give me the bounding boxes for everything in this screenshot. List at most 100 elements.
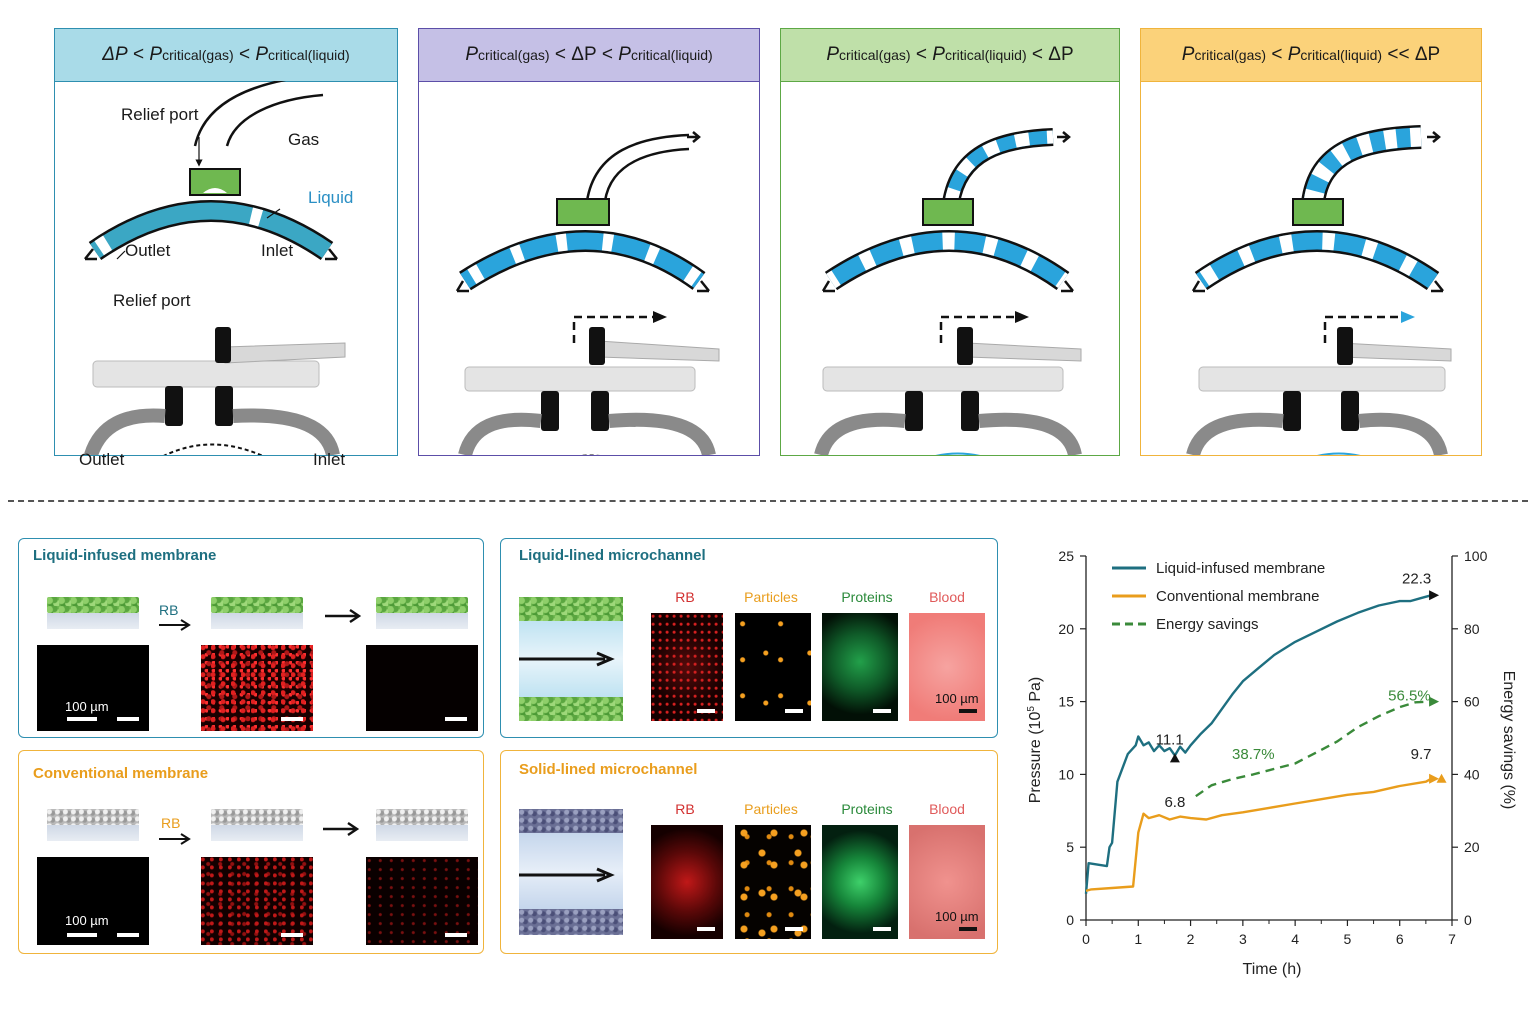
- scale-label: 100 µm: [65, 913, 109, 928]
- inlet-photo-label: Inlet: [313, 450, 346, 469]
- annotation-label: 22.3: [1402, 570, 1431, 587]
- y-right-tick-label: 40: [1464, 766, 1480, 782]
- micrograph: [651, 825, 723, 939]
- header-sub: critical(liquid): [268, 47, 350, 63]
- scale-bar: [697, 709, 715, 713]
- y-right-tick-label: 60: [1464, 694, 1480, 710]
- series-end-marker-1: [1429, 773, 1440, 784]
- x-tick-label: 1: [1134, 931, 1142, 947]
- col-particles: Particles: [744, 801, 798, 817]
- y-axis-left-label: Pressure (105 Pa): [1026, 677, 1044, 804]
- panel-4-diagram: [1186, 125, 1452, 455]
- channel-wall: [519, 809, 623, 833]
- membrane-icon: [211, 809, 303, 841]
- annotation-label: 6.8: [1164, 794, 1185, 811]
- micrograph: [735, 825, 811, 939]
- conventional-box: Conventional membrane RB 100 µm: [18, 750, 484, 954]
- header-sub: critical(gas): [1194, 47, 1267, 63]
- outlet-label: Outlet: [125, 241, 171, 260]
- panel-2-diagram: [455, 131, 720, 455]
- liquid-infused-title: Liquid-infused membrane: [33, 547, 217, 564]
- header-op: <: [915, 44, 927, 65]
- header-op: <: [601, 44, 614, 65]
- col-proteins: Proteins: [841, 801, 893, 817]
- header-term: ΔP: [102, 44, 128, 65]
- scale-bar: [445, 717, 467, 721]
- section-divider: [8, 500, 1528, 502]
- flow-arrow-icon: [519, 867, 615, 883]
- scale-bar: [959, 709, 977, 713]
- header-sub: critical(liquid): [1300, 47, 1383, 63]
- y-right-tick-label: 0: [1464, 912, 1472, 928]
- arrow-icon: [325, 609, 362, 623]
- scale-label: 100 µm: [935, 909, 979, 924]
- arrow-icon: [159, 619, 191, 631]
- gas-label: Gas: [288, 130, 320, 149]
- header-op: <<: [1387, 44, 1410, 65]
- channel-wall: [519, 909, 623, 935]
- y-left-tick-label: 10: [1058, 766, 1074, 782]
- micrograph: [37, 645, 149, 731]
- scale-bar: [281, 933, 303, 937]
- col-blood: Blood: [929, 801, 965, 817]
- micrograph: [366, 645, 478, 731]
- relief-port-photo-label: Relief port: [113, 291, 191, 310]
- annotation-label: 38.7%: [1232, 746, 1275, 763]
- solid-lined-title: Solid-lined microchannel: [519, 761, 698, 778]
- membrane-icon: [376, 809, 468, 841]
- panel-1-diagram: [84, 81, 346, 455]
- conventional-title: Conventional membrane: [33, 765, 209, 782]
- header-sub: critical(gas): [162, 47, 234, 63]
- annotation-marker: [1436, 773, 1447, 783]
- scale-bar: [785, 709, 803, 713]
- header-sub: critical(liquid): [944, 47, 1027, 63]
- col-rb: RB: [675, 589, 695, 605]
- annotation-marker: [1169, 753, 1180, 763]
- x-tick-label: 7: [1448, 931, 1456, 947]
- col-blood: Blood: [929, 589, 965, 605]
- legend-label: Liquid-infused membrane: [1156, 560, 1325, 577]
- y-right-tick-label: 20: [1464, 839, 1480, 855]
- annotation-label: 9.7: [1411, 746, 1432, 763]
- x-tick-label: 4: [1291, 931, 1299, 947]
- flow-arrow-icon: [519, 651, 615, 667]
- x-tick-label: 6: [1396, 931, 1404, 947]
- annotation-label: 11.1: [1156, 731, 1184, 748]
- x-tick-label: 5: [1344, 931, 1352, 947]
- header-term: P: [149, 44, 163, 65]
- relief-port-label: Relief port: [121, 105, 199, 124]
- liquid-infused-box: Liquid-infused membrane RB 100 µm: [18, 538, 484, 738]
- membrane-icon: [47, 597, 139, 629]
- rb-label: RB: [161, 815, 181, 831]
- header-term: P: [618, 44, 631, 65]
- scale-bar: [117, 933, 139, 937]
- header-sub: critical(liquid): [630, 47, 713, 63]
- micrograph: [822, 825, 898, 939]
- legend-label: Conventional membrane: [1156, 588, 1319, 605]
- liquid-label: Liquid: [308, 188, 354, 207]
- scale-bar: [445, 933, 467, 937]
- micrograph: [201, 645, 313, 731]
- micrograph: [37, 857, 149, 945]
- inlet-label: Inlet: [261, 241, 294, 260]
- scale-bar: [281, 717, 303, 721]
- micrograph: [822, 613, 898, 721]
- scale-label: 100 µm: [935, 691, 979, 706]
- header-term: ΔP: [1414, 44, 1441, 65]
- col-rb: RB: [675, 801, 695, 817]
- series-end-marker-0: [1429, 590, 1440, 601]
- col-proteins: Proteins: [841, 589, 893, 605]
- panel-3-diagram: [814, 128, 1082, 455]
- arrow-icon: [323, 822, 360, 836]
- header-op: <: [238, 44, 251, 65]
- chart-series: [1084, 590, 1440, 894]
- y-left-tick-label: 20: [1058, 621, 1074, 637]
